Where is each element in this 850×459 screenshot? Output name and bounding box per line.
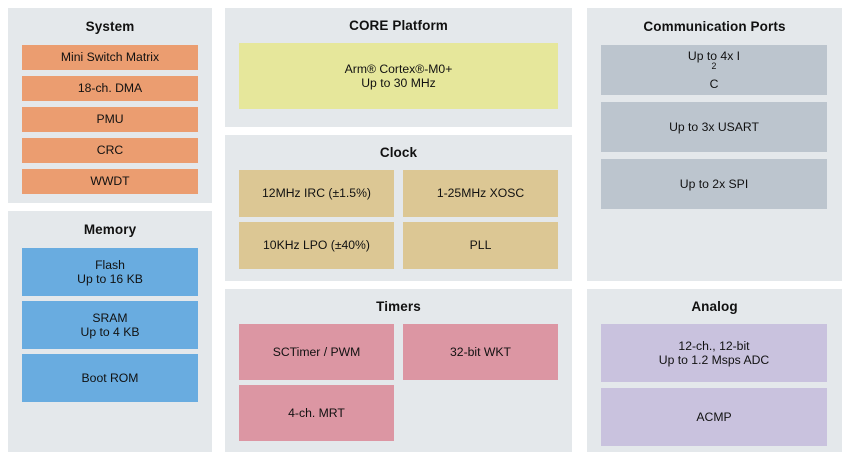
block-sram[interactable]: SRAM Up to 4 KB: [22, 300, 198, 349]
block-wwdt[interactable]: WWDT: [22, 168, 198, 194]
block-spi[interactable]: Up to 2x SPI: [601, 158, 827, 209]
panel-title-memory: Memory: [83, 222, 137, 237]
block-boot-rom[interactable]: Boot ROM: [22, 353, 198, 402]
block-arm-cortex-m0plus[interactable]: Arm® Cortex®-M0+ Up to 30 MHz: [239, 42, 558, 109]
panel-title-timers: Timers: [376, 299, 421, 314]
block-pmu[interactable]: PMU: [22, 106, 198, 132]
block-32bit-wkt[interactable]: 32-bit WKT: [403, 323, 558, 380]
panel-clock: Clock 12MHz IRC (±1.5%) 1-25MHz XOSC 10K…: [225, 135, 572, 281]
block-flash[interactable]: Flash Up to 16 KB: [22, 247, 198, 296]
block-adc[interactable]: 12-ch., 12-bit Up to 1.2 Msps ADC: [601, 323, 827, 382]
block-usart[interactable]: Up to 3x USART: [601, 101, 827, 152]
block-sctimer-pwm[interactable]: SCTimer / PWM: [239, 323, 394, 380]
panel-title-core-platform: CORE Platform: [349, 18, 448, 33]
panel-analog: Analog 12-ch., 12-bit Up to 1.2 Msps ADC…: [587, 289, 842, 452]
panel-title-clock: Clock: [379, 145, 418, 160]
block-dma[interactable]: 18-ch. DMA: [22, 75, 198, 101]
block-10khz-lpo[interactable]: 10KHz LPO (±40%): [239, 221, 394, 269]
block-4ch-mrt[interactable]: 4-ch. MRT: [239, 384, 394, 441]
panel-timers: Timers SCTimer / PWM 32-bit WKT 4-ch. MR…: [225, 289, 572, 452]
i2c-superscript: 2: [711, 60, 717, 71]
block-mini-switch-matrix[interactable]: Mini Switch Matrix: [22, 44, 198, 70]
panel-title-system: System: [85, 19, 135, 34]
block-12mhz-irc[interactable]: 12MHz IRC (±1.5%): [239, 169, 394, 217]
block-crc[interactable]: CRC: [22, 137, 198, 163]
panel-system: System Mini Switch Matrix 18-ch. DMA PMU…: [8, 8, 212, 203]
panel-core-platform: CORE Platform Arm® Cortex®-M0+ Up to 30 …: [225, 8, 572, 127]
block-xosc[interactable]: 1-25MHz XOSC: [403, 169, 558, 217]
panel-memory: Memory Flash Up to 16 KB SRAM Up to 4 KB…: [8, 211, 212, 452]
panel-title-analog: Analog: [691, 299, 738, 314]
block-acmp[interactable]: ACMP: [601, 387, 827, 446]
block-pll[interactable]: PLL: [403, 221, 558, 269]
panel-title-communication-ports: Communication Ports: [643, 19, 786, 34]
